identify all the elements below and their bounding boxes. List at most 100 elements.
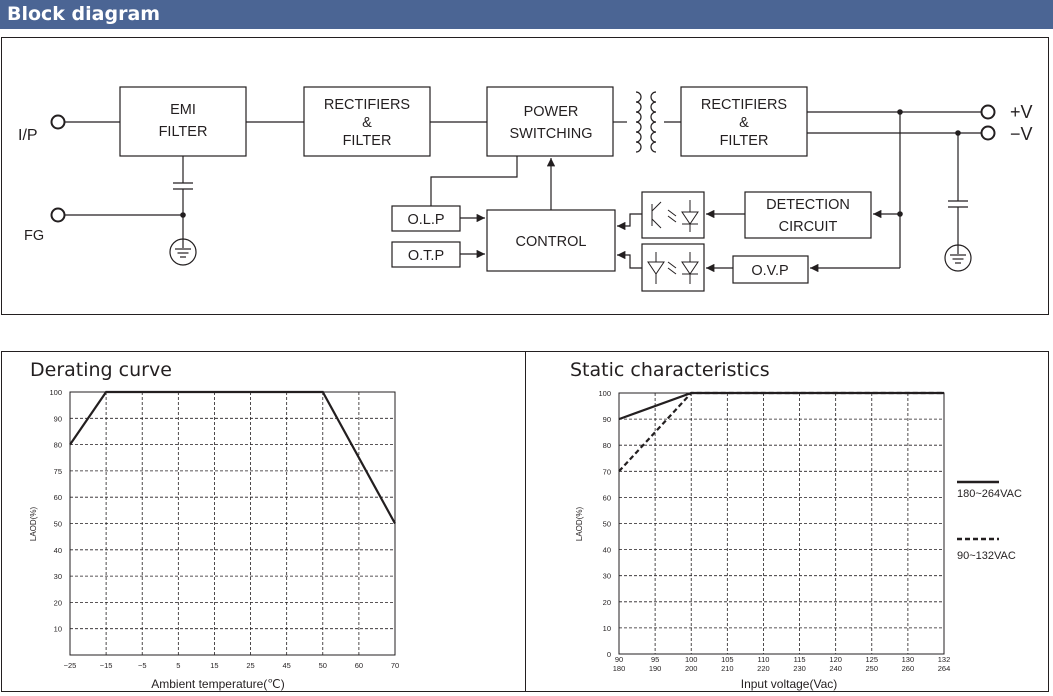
- static-x-tick-top: 95: [651, 655, 659, 664]
- derating-x-tick: 5: [176, 661, 180, 670]
- optocoupler-bottom-icon: [647, 252, 699, 284]
- derating-y-tick: 80: [54, 441, 62, 450]
- static-x-tick-top: 120: [829, 655, 842, 664]
- derating-y-tick: 50: [54, 520, 62, 529]
- static-x-tick-bottom: 180: [613, 664, 626, 673]
- static-x-tick-bottom: 250: [866, 664, 879, 673]
- derating-y-tick: 60: [54, 493, 62, 502]
- static-x-tick-top: 90: [615, 655, 623, 664]
- static-y-tick: 80: [603, 441, 611, 450]
- rect1-label-1: RECTIFIERS: [324, 97, 410, 113]
- static-x-tick-top: 132: [938, 655, 951, 664]
- section-title: Block diagram: [7, 3, 161, 25]
- derating-ylabel: LAOD(%): [29, 507, 38, 542]
- power-switching-label-2: SWITCHING: [510, 126, 593, 142]
- derating-y-tick: 10: [54, 625, 62, 634]
- input-terminal-icon: [50, 114, 66, 130]
- derating-chart-title: Derating curve: [30, 359, 172, 381]
- static-x-tick-top: 110: [757, 655, 769, 664]
- static-x-tick-bottom: 260: [902, 664, 915, 673]
- rect2-label-3: FILTER: [720, 133, 769, 149]
- derating-y-tick: 30: [54, 572, 62, 581]
- derating-y-tick: 75: [54, 467, 62, 476]
- derating-x-tick: −15: [100, 661, 113, 670]
- static-x-tick-bottom: 264: [938, 664, 951, 673]
- static-ylabel: LAOD(%): [575, 507, 584, 542]
- neg-terminal-icon: [980, 125, 996, 141]
- static-y-tick: 0: [607, 650, 611, 659]
- rect1-label-2: &: [362, 115, 372, 131]
- static-x-tick-bottom: 200: [685, 664, 698, 673]
- otp-label: O.T.P: [408, 248, 444, 264]
- derating-x-tick: 15: [210, 661, 218, 670]
- static-y-tick: 70: [603, 467, 611, 476]
- rect2-label-1: RECTIFIERS: [701, 97, 787, 113]
- derating-y-tick: 90: [54, 414, 62, 423]
- rect2-label-2: &: [739, 115, 749, 131]
- charts-divider: [525, 351, 526, 692]
- fg-terminal-icon: [50, 207, 66, 223]
- static-y-tick: 60: [603, 493, 611, 502]
- section-header: Block diagram: [0, 0, 1053, 29]
- derating-y-tick: 100: [49, 388, 62, 397]
- ovp-label: O.V.P: [751, 263, 788, 279]
- static-y-tick: 100: [598, 389, 611, 398]
- detection-label-1: DETECTION: [766, 197, 850, 213]
- static-x-tick-top: 130: [902, 655, 915, 664]
- rect1-label-3: FILTER: [343, 133, 392, 149]
- transformer-icon: [635, 91, 657, 153]
- ovp-block: [732, 255, 809, 284]
- pos-terminal-icon: [980, 104, 996, 120]
- static-y-tick: 20: [603, 598, 611, 607]
- static-y-tick: 30: [603, 572, 611, 581]
- derating-series-line-0: [69, 390, 396, 525]
- legend-label-0: 180~264VAC: [957, 488, 1022, 500]
- olp-label: O.L.P: [407, 212, 444, 228]
- derating-x-tick: −5: [138, 661, 147, 670]
- static-x-tick-bottom: 210: [721, 664, 734, 673]
- ground-icon-right: [944, 244, 972, 272]
- static-xlabel: Input voltage(Vac): [741, 677, 838, 691]
- optocoupler-top: [641, 191, 705, 239]
- static-x-tick-bottom: 190: [649, 664, 662, 673]
- derating-xlabel: Ambient temperature(℃): [151, 677, 285, 691]
- static-x-tick-bottom: 220: [757, 664, 770, 673]
- pos-terminal-label: +V: [1010, 102, 1033, 122]
- static-series-line-0: [618, 391, 944, 421]
- static-y-tick: 50: [603, 520, 611, 529]
- static-x-tick-top: 105: [721, 655, 734, 664]
- detection-circuit-block: [744, 191, 872, 239]
- input-terminal-label: I/P: [18, 127, 38, 144]
- static-y-tick: 10: [603, 624, 611, 633]
- static-x-tick-top: 115: [794, 655, 806, 664]
- static-x-tick-top: 125: [866, 655, 879, 664]
- static-x-tick-top: 100: [685, 655, 698, 664]
- power-switching-label-1: POWER: [524, 104, 579, 120]
- emi-filter-label-1: EMI: [170, 102, 196, 118]
- block-diagram-frame: [1, 37, 1049, 315]
- derating-x-tick: 25: [246, 661, 254, 670]
- optocoupler-top-icon: [651, 200, 699, 232]
- ground-icon-left: [169, 238, 197, 266]
- emi-filter-label-2: FILTER: [159, 124, 208, 140]
- derating-x-tick: 60: [355, 661, 363, 670]
- detection-label-2: CIRCUIT: [779, 219, 838, 235]
- control-label: CONTROL: [516, 234, 587, 250]
- derating-y-tick: 20: [54, 598, 62, 607]
- derating-x-tick: 50: [319, 661, 327, 670]
- static-y-tick: 90: [603, 415, 611, 424]
- static-series-line-1: [618, 391, 944, 473]
- derating-x-tick: 45: [282, 661, 290, 670]
- static-x-tick-bottom: 230: [793, 664, 806, 673]
- legend-label-1: 90~132VAC: [957, 550, 1016, 562]
- static-x-tick-bottom: 240: [829, 664, 842, 673]
- derating-x-tick: −25: [64, 661, 77, 670]
- derating-x-tick: 70: [391, 661, 399, 670]
- static-chart-title: Static characteristics: [570, 359, 770, 381]
- fg-terminal-label: FG: [24, 228, 44, 244]
- derating-y-tick: 40: [54, 546, 62, 555]
- static-y-tick: 40: [603, 546, 611, 555]
